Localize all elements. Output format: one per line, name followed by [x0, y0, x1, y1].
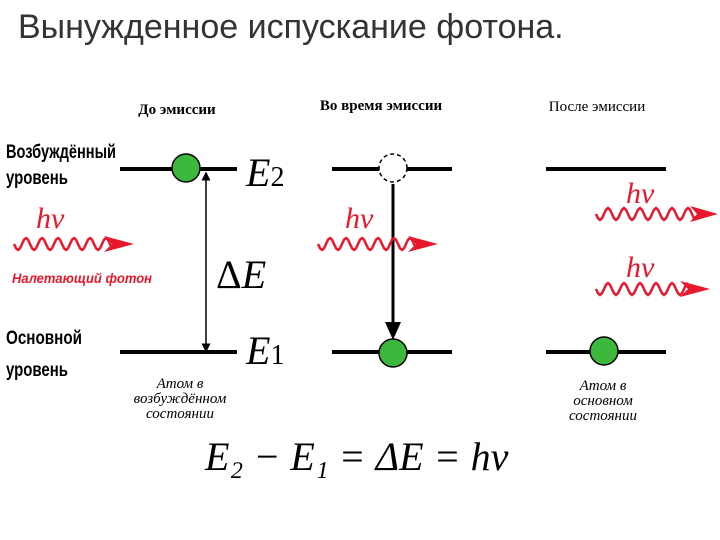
- delta-E-label: ΔE: [216, 252, 266, 297]
- ground-state-caption-line2: основном: [573, 393, 633, 409]
- ground-state-caption-line1: Атом в: [579, 378, 627, 394]
- excited-level-label-line2: уровень: [6, 168, 68, 189]
- incident-photon-label: Налетающий фотон: [12, 270, 153, 286]
- emitted-photon-1-arrow-head: [690, 206, 718, 222]
- approaching-photon-arrow-head: [408, 236, 438, 252]
- transition-arrow-head: [385, 322, 401, 340]
- header-after-emission: После эмиссии: [549, 99, 645, 115]
- emitted-photon-2-arrow-head: [680, 281, 710, 297]
- incident-photon-wave: [12, 236, 114, 252]
- energy-formula: E₂ − E₁ = ΔE = hν: [204, 434, 509, 479]
- page-title: Вынужденное испускание фотона.: [18, 8, 564, 46]
- emitted-photon-2-wave: [594, 281, 689, 297]
- absorbing-photon-hv-label: hν: [345, 202, 374, 235]
- incident-photon-arrow-head: [104, 236, 134, 252]
- energy-E2-label: E2: [245, 150, 284, 195]
- excited-state-caption-line2: возбуждённом: [134, 391, 227, 407]
- ground-state-caption-line3: состоянии: [569, 408, 637, 424]
- emitted-photon-1-wave: [594, 206, 697, 222]
- excited-level-label-line1: Возбуждённый: [6, 142, 116, 163]
- ground-level-label-line2: уровень: [6, 360, 68, 381]
- approaching-photon-wave: [316, 236, 418, 252]
- atom-ground: [589, 336, 619, 366]
- header-during-emission: Во время эмиссии: [320, 98, 443, 114]
- atom-vacated-position: [378, 153, 408, 183]
- energy-E1-label: E1: [245, 328, 284, 373]
- ground-level-label-line1: Основной: [6, 328, 82, 349]
- emitted-photon-1-hv-label: hν: [626, 177, 655, 210]
- excited-state-caption-line1: Атом в: [156, 376, 204, 392]
- header-before-emission: До эмиссии: [138, 102, 216, 118]
- incident-photon-hv-label: hν: [36, 202, 65, 235]
- atom-after-transition: [378, 338, 408, 368]
- excited-state-caption-line3: состоянии: [146, 406, 214, 422]
- emitted-photon-2-hv-label: hν: [626, 251, 655, 284]
- atom-excited: [171, 153, 201, 183]
